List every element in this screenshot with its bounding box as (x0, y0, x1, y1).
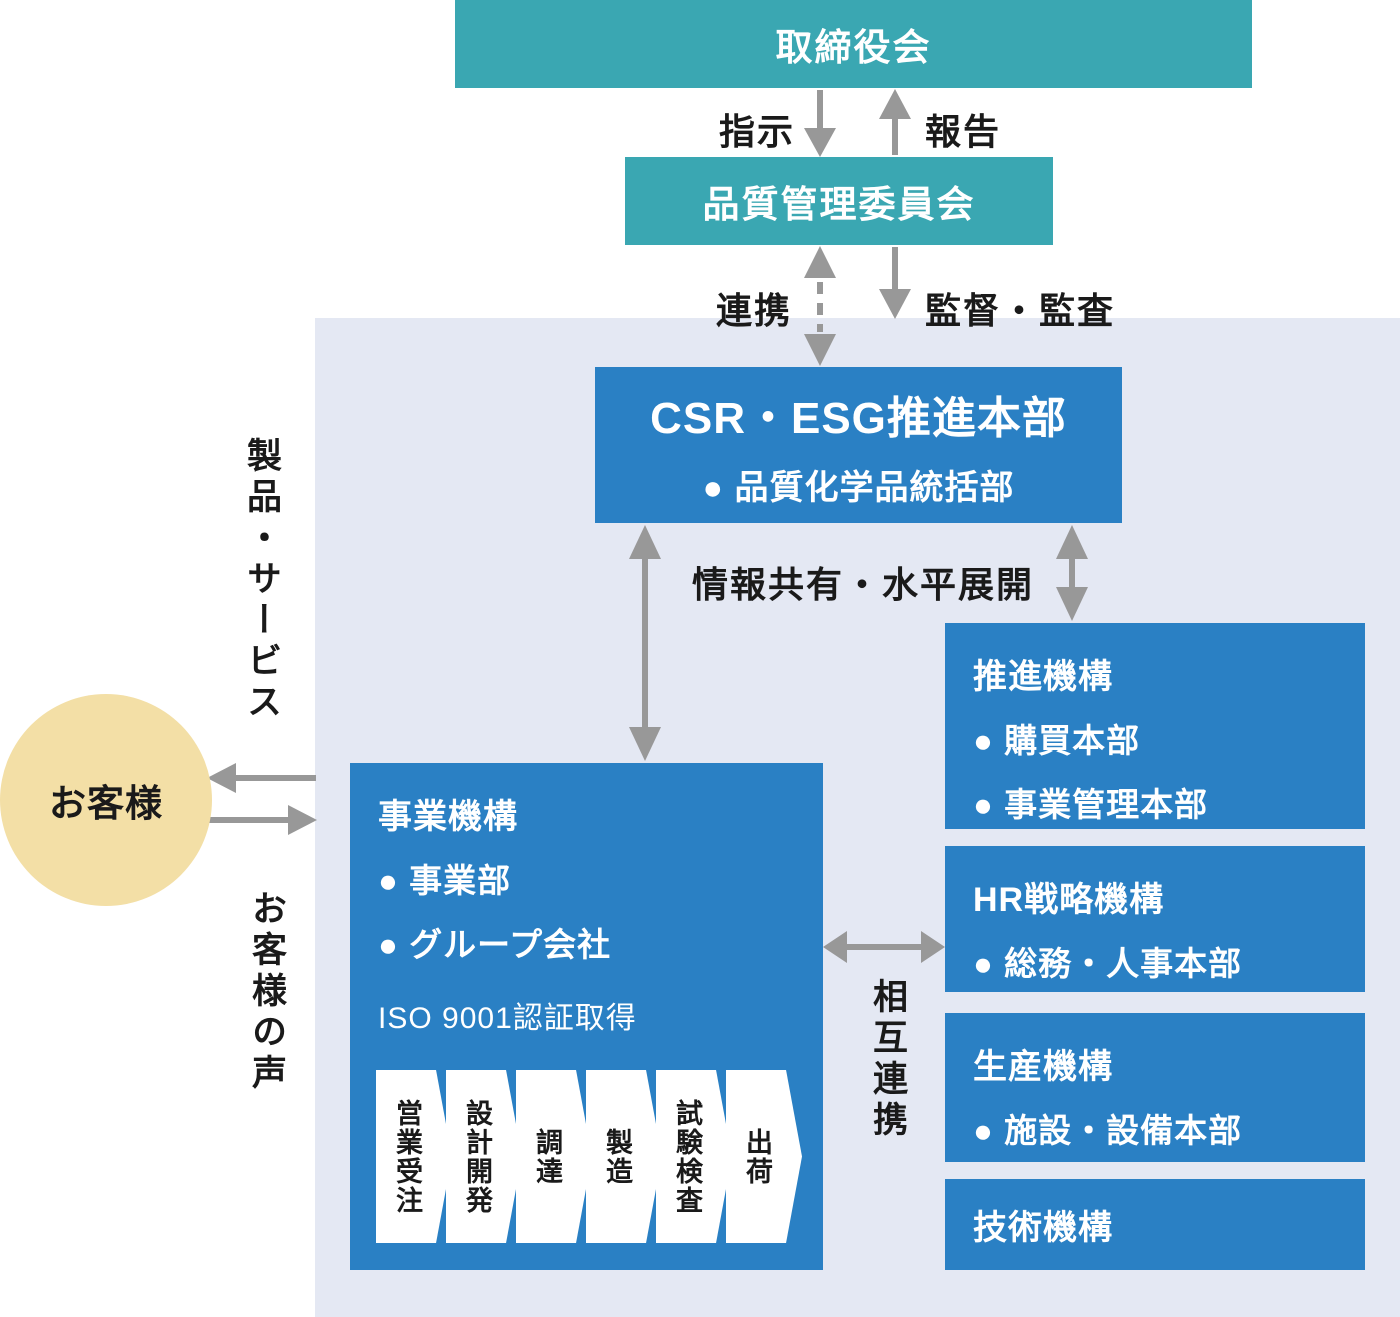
process-step-manufacturing: 製造 (586, 1070, 662, 1243)
process-step-sales: 営業受注 (376, 1070, 452, 1243)
business-item-1: ● グループ会社 (378, 926, 612, 963)
mutual-cooperation-label: 相互連携 (868, 978, 907, 1142)
process-step-design: 設計開発 (446, 1070, 522, 1243)
quality-committee-box: 品質管理委員会 (625, 157, 1053, 245)
board-of-directors-label: 取締役会 (775, 27, 932, 68)
hr-item-0: ● 総務・人事本部 (973, 945, 1243, 982)
process-step-label: 調達 (532, 1127, 562, 1186)
process-step-shipment: 出荷 (726, 1070, 802, 1243)
csr-esg-subtitle: ● 品質化学品統括部 (702, 468, 1015, 507)
instruction-arrow (804, 90, 836, 157)
process-step-procurement: 調達 (516, 1070, 592, 1243)
process-step-label: 設計開発 (462, 1098, 492, 1215)
customer-circle: お客様 (0, 694, 212, 906)
promotion-item-1: ● 事業管理本部 (973, 786, 1209, 823)
process-step-label: 製造 (602, 1127, 632, 1186)
promotion-title: 推進機構 (973, 658, 1113, 696)
iso-certification-label: ISO 9001認証取得 (378, 1002, 637, 1035)
customer-voice-label: お客様の声 (247, 890, 286, 1095)
production-organization-box: 生産機構 ● 施設・設備本部 (945, 1013, 1365, 1162)
instruction-label: 指示 (718, 111, 795, 152)
report-label: 報告 (925, 111, 1002, 152)
business-item-0: ● 事業部 (378, 862, 512, 899)
products-to-customer-arrow (207, 763, 316, 793)
promotion-item-0: ● 購買本部 (973, 722, 1141, 759)
customer-to-business-arrow (209, 805, 317, 835)
supervision-arrow (879, 247, 911, 319)
csr-esg-title: CSR・ESG推進本部 (650, 393, 1067, 443)
customer-label: お客様 (49, 783, 163, 824)
process-step-label: 営業受注 (392, 1098, 422, 1215)
csr-esg-box: CSR・ESG推進本部 ● 品質化学品統括部 (595, 367, 1122, 523)
hr-strategy-box: HR戦略機構 ● 総務・人事本部 (945, 846, 1365, 992)
technology-organization-box: 技術機構 (945, 1179, 1365, 1270)
production-title: 生産機構 (973, 1048, 1113, 1086)
cooperation-label: 連携 (715, 290, 792, 331)
promotion-organization-box: 推進機構 ● 購買本部 ● 事業管理本部 (945, 623, 1365, 829)
business-organization-box: 事業機構 ● 事業部 ● グループ会社 ISO 9001認証取得 営業受注 設計… (350, 763, 823, 1270)
board-of-directors-box: 取締役会 (455, 0, 1252, 88)
report-arrow (879, 89, 911, 155)
technology-title: 技術機構 (973, 1209, 1113, 1247)
supervision-label: 監督・監査 (925, 290, 1116, 331)
process-step-label: 試験検査 (672, 1098, 702, 1215)
info-share-label: 情報共有・水平展開 (691, 564, 1034, 605)
process-step-inspection: 試験検査 (656, 1070, 732, 1243)
production-item-0: ● 施設・設備本部 (973, 1112, 1243, 1149)
quality-committee-label: 品質管理委員会 (702, 184, 976, 225)
business-title: 事業機構 (378, 798, 518, 836)
hr-title: HR戦略機構 (973, 881, 1165, 919)
products-services-label: 製品・サービス (242, 437, 281, 724)
process-step-label: 出荷 (742, 1127, 772, 1186)
